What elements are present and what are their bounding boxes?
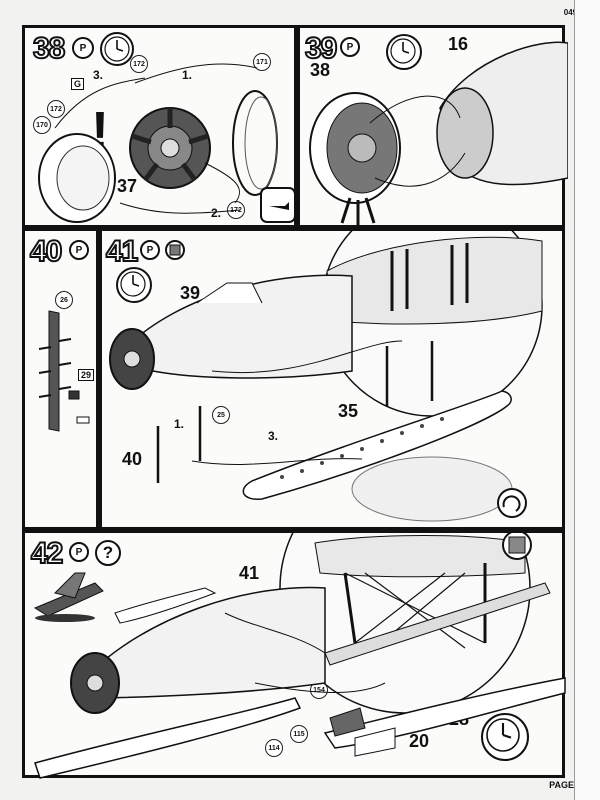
seq-2: 2.	[211, 206, 222, 220]
seq-3: 3.	[93, 68, 104, 82]
part-172-label: 172	[130, 55, 148, 73]
part-26-label: 26	[55, 291, 73, 309]
step-39-panel: 39 P 38 16	[297, 25, 568, 228]
paint-p-icon: P	[72, 37, 94, 59]
clock-face-icon	[120, 271, 146, 297]
paint-p-icon: P	[69, 542, 89, 562]
step-42-panel: 42 P ? 41 28 20 154 115 114	[22, 530, 566, 779]
step-41-panel: 41 P 39 35 40 25 28 27 1. 2. 3.	[99, 228, 565, 530]
step-39-number: 39	[304, 32, 338, 65]
part-29-label: 29	[78, 369, 95, 381]
part-25-label: 25	[212, 406, 230, 424]
step-39-drawing	[309, 41, 568, 225]
glue-mark: G	[71, 78, 85, 90]
spool-glyph	[169, 244, 181, 256]
paint-p-icon: P	[69, 240, 89, 260]
part-171-label: 171	[253, 53, 271, 71]
step-42-number: 42	[30, 537, 64, 570]
clock-face-icon	[486, 718, 520, 752]
part-114-label: 114	[265, 739, 283, 757]
step-38-number: 38	[32, 32, 66, 65]
page-number: PAGE 11	[549, 780, 586, 790]
assembly-16-callout: 16	[448, 34, 469, 54]
seq-3: 3.	[268, 429, 279, 443]
clock-face-icon	[390, 38, 416, 64]
assembly-38-callout: 38	[310, 60, 331, 80]
paint-p-icon: P	[340, 37, 360, 57]
assembly-41-callout: 41	[239, 563, 260, 583]
step-38-panel: 38 P 172 171 170 172 172 1. 3. 4. 2. ! 3…	[22, 25, 297, 228]
assembly-39-callout: 39	[180, 283, 201, 303]
step-40-drawing	[38, 310, 90, 432]
clock-icon	[116, 267, 152, 303]
part-172-label-b: 172	[47, 100, 65, 118]
clock-face-icon	[104, 36, 130, 62]
assembly-35-callout: 35	[338, 401, 359, 421]
step-41-drawing	[109, 231, 543, 522]
step-38-drawing	[38, 63, 296, 223]
help-icon: ?	[95, 540, 121, 566]
clock-icon	[386, 34, 422, 70]
part-170-label: 170	[33, 116, 51, 134]
part-115-label: 115	[290, 725, 308, 743]
clock-icon	[481, 713, 529, 761]
step-40-panel: 40 P 26 29	[22, 228, 99, 530]
step-40-number: 40	[29, 235, 63, 268]
clock-icon	[100, 32, 134, 66]
step-42-drawing	[33, 533, 566, 779]
seq-1: 1.	[182, 68, 193, 82]
paint-p-icon: P	[140, 240, 160, 260]
assembly-20-callout: 20	[409, 731, 430, 751]
assembly-40-callout: 40	[122, 449, 143, 469]
page-margin-strip	[574, 0, 600, 800]
assembly-37-label: 37	[117, 176, 138, 196]
seq-1: 1.	[174, 417, 185, 431]
spool-icon	[165, 240, 185, 260]
step-41-number: 41	[105, 235, 139, 268]
